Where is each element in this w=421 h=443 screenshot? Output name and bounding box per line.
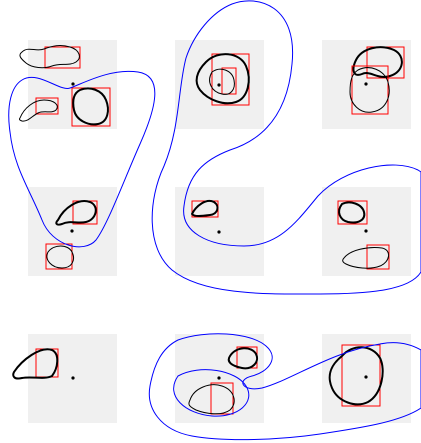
center-dot [70,229,73,232]
center-dot [71,376,74,379]
center-dot [217,83,220,86]
center-dot [217,376,220,379]
center-dot [364,375,367,378]
center-dot [217,230,220,233]
center-dot [364,229,367,232]
center-dot [71,82,74,85]
center-dot [364,82,367,85]
